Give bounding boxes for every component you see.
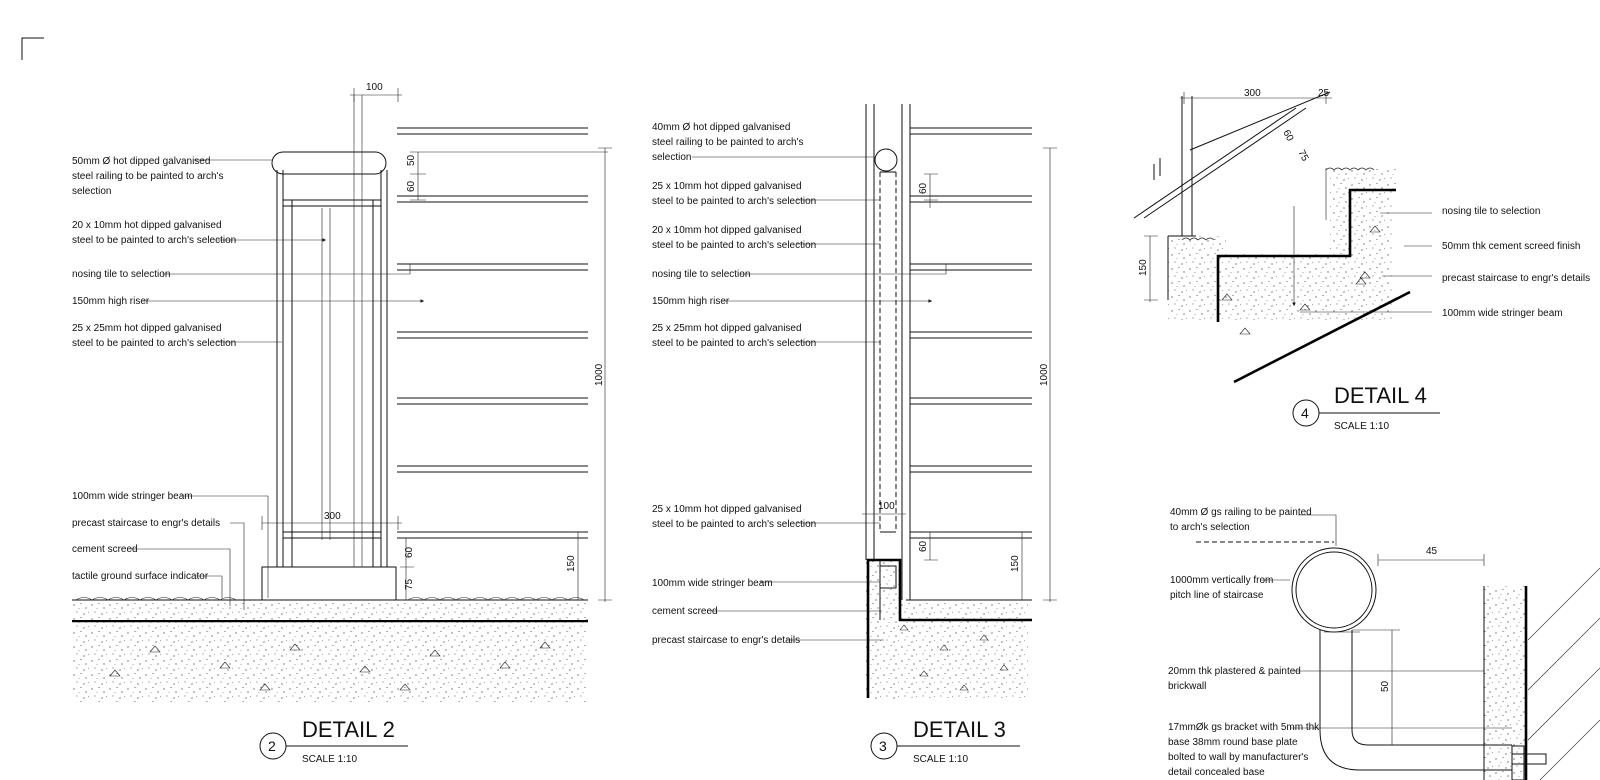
label-nosing-tile: nosing tile to selection [72,269,170,280]
label-railing-40mm: 40mm Ø hot dipped galvanised steel raili… [652,122,806,163]
dim-150: 150 [566,555,577,572]
label-gs-bracket: 17mmØk gs bracket with 5mm thk base 38mm… [1168,722,1322,778]
label-nosing-tile: nosing tile to selection [1442,206,1540,217]
sheet-corner-mark [21,37,44,60]
detail-4-title: DETAIL 4 [1334,383,1427,408]
label-vertical-height: 1000mm vertically from pitch line of sta… [1170,575,1276,601]
dim-50: 50 [1380,680,1391,692]
dim-60: 60 [406,180,417,192]
dim-100: 100 [366,82,383,93]
dim-45: 45 [1426,546,1438,557]
plastered-wall [1484,586,1526,780]
detail-2-number: 2 [268,738,276,754]
dim-1000: 1000 [1039,363,1050,386]
bracket-rail-outer [1291,547,1377,633]
dim-75: 75 [1295,148,1310,163]
detail-2-top-rail [271,151,387,175]
dim-1000: 1000 [594,363,605,386]
detail-3-scale: SCALE 1:10 [913,754,968,765]
base-block [261,566,397,601]
dim-base-75: 75 [404,578,415,590]
detail-3-title: DETAIL 3 [913,717,1006,742]
detail-2-title: DETAIL 2 [302,717,395,742]
detail-3-number: 3 [879,738,887,754]
dim-50: 50 [406,154,417,166]
dim-300: 300 [1244,88,1261,99]
label-20x10-steel: 20 x 10mm hot dipped galvanised steel to… [652,225,816,251]
wall-bolt [1511,753,1547,765]
detail-2-concrete-fill [72,620,586,702]
label-railing-50mm: 50mm Ø hot dipped galvanised steel raili… [72,156,226,197]
detail-4: 300 25 60 75 150 nosing tile to selectio… [1133,88,1590,432]
detail-3-rails [910,127,1032,539]
dim-150: 150 [1138,259,1149,276]
label-riser: 150mm high riser [652,296,730,307]
label-precast-staircase: precast staircase to engr's details [652,635,800,646]
dim-base-60: 60 [404,546,415,558]
label-25x25-steel: 25 x 25mm hot dipped galvanised steel to… [652,323,816,349]
label-stringer-beam: 100mm wide stringer beam [1442,308,1563,319]
label-precast-staircase: precast staircase to engr's details [72,518,220,529]
detail-2-scale: SCALE 1:10 [302,754,357,765]
dim-60: 60 [918,182,929,194]
detail-2: 100 50 60 1000 300 60 75 150 50mm Ø hot … [72,82,612,765]
dim-100: 100 [878,501,895,512]
detail-3-top-rail [874,148,898,172]
label-stringer-beam: 100mm wide stringer beam [72,491,193,502]
dim-300: 300 [324,511,341,522]
tactile-indicator [75,597,585,601]
detail-2-rails [397,127,588,539]
label-nosing-tile: nosing tile to selection [652,269,750,280]
label-stringer-beam: 100mm wide stringer beam [652,578,773,589]
brickwall-hatch [1527,567,1600,780]
label-20x10-steel: 20 x 10mm hot dipped galvanised steel to… [72,220,236,246]
label-25x10-steel-top: 25 x 10mm hot dipped galvanised steel to… [652,181,816,207]
label-cement-screed-finish: 50mm thk cement screed finish [1442,241,1580,252]
label-riser: 150mm high riser [72,296,150,307]
dim-base-60: 60 [918,540,929,552]
label-brickwall: 20mm thk plastered & painted brickwall [1168,666,1304,692]
dim-25: 25 [1318,88,1330,99]
bracket-detail: 45 50 40mm Ø gs railing to be painted to… [1168,507,1600,780]
label-precast-staircase: precast staircase to engr's details [1442,273,1590,284]
dim-60: 60 [1280,128,1295,143]
bracket-rail-inner [1295,551,1373,629]
label-gs-railing: 40mm Ø gs railing to be painted to arch'… [1170,507,1315,533]
label-25x10-steel-bottom: 25 x 10mm hot dipped galvanised steel to… [652,504,816,530]
detail-4-stair-body [1168,168,1396,320]
detail-4-scale: SCALE 1:10 [1334,421,1389,432]
detail-3: 60 1000 100 60 150 40mm Ø hot dipped gal… [652,104,1057,765]
detail-4-number: 4 [1301,405,1309,421]
dim-150: 150 [1010,555,1021,572]
label-cement-screed: cement screed [652,606,718,617]
label-tactile-indicator: tactile ground surface indicator [72,571,209,582]
label-25x25-steel: 25 x 25mm hot dipped galvanised steel to… [72,323,236,349]
label-cement-screed: cement screed [72,544,138,555]
